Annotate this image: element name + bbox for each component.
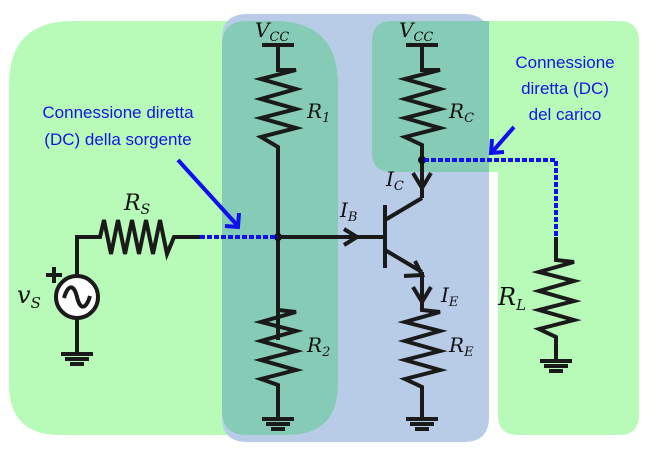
r1-label: R1 <box>306 99 330 126</box>
load-dc-connection <box>424 158 558 237</box>
source-annotation-line-1: Connessione diretta <box>42 103 194 122</box>
load-annotation-line-3: del carico <box>529 105 602 124</box>
ac-source-icon <box>54 274 100 320</box>
ib-arrow-icon <box>342 227 361 247</box>
ie-arrow-icon <box>411 285 433 306</box>
load-annotation-line-1: Connessione <box>515 53 614 72</box>
rc-label: RC <box>448 99 474 126</box>
ground-re-icon <box>406 417 438 431</box>
source-annotation-arrow-icon <box>176 158 241 230</box>
wires <box>46 43 582 431</box>
r2-label: R2 <box>306 333 330 360</box>
source-annotation-line-2: (DC) della sorgente <box>44 130 191 149</box>
plus-sign-icon <box>46 267 62 283</box>
vcc-right-label: VCC <box>399 18 433 45</box>
overlap-region-right <box>372 21 489 172</box>
ib-label: IB <box>339 198 357 225</box>
load-annotation-line-2: diretta (DC) <box>521 79 609 98</box>
resistor-re <box>397 272 448 418</box>
resistor-rs <box>75 219 200 275</box>
load-annotation-arrow-icon <box>488 125 516 156</box>
ground-r2-icon <box>262 417 294 431</box>
ground-rl-icon <box>540 359 572 373</box>
ie-label: IE <box>440 283 459 310</box>
vcc-left-label: VCC <box>255 18 289 45</box>
ground-source-icon <box>61 352 93 366</box>
vs-label: vS <box>17 281 41 312</box>
ic-label: IC <box>385 167 404 194</box>
resistor-r2 <box>253 300 304 418</box>
re-label: RE <box>448 333 474 360</box>
resistor-rl <box>531 237 582 360</box>
resistor-rc <box>397 45 448 198</box>
rl-label: RL <box>497 283 526 314</box>
ic-arrow-icon <box>411 171 433 192</box>
resistor-r1 <box>253 45 304 340</box>
rs-label: RS <box>123 191 150 218</box>
